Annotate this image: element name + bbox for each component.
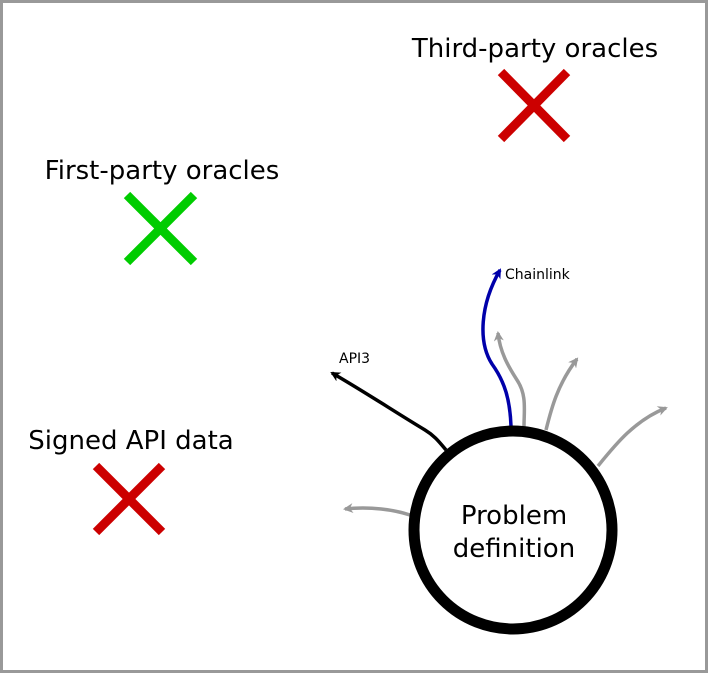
gray-path-right bbox=[596, 406, 668, 468]
gray-path-left bbox=[343, 503, 411, 517]
first-party-oracles-label: First-party oracles bbox=[45, 156, 280, 186]
signed-api-x-icon bbox=[92, 462, 166, 536]
third-party-oracles-label: Third-party oracles bbox=[411, 34, 658, 64]
signed-api-data-label: Signed API data bbox=[28, 426, 233, 456]
problem-label-line1: Problem bbox=[461, 501, 567, 531]
third-party-x-icon bbox=[497, 68, 571, 143]
chainlink-path bbox=[481, 268, 513, 427]
first-party-x-icon bbox=[123, 191, 198, 266]
chainlink-label: Chainlink bbox=[505, 267, 571, 283]
gray-path-up-1 bbox=[493, 331, 527, 428]
api3-path bbox=[330, 371, 448, 452]
problem-label-line2: definition bbox=[453, 534, 575, 564]
problem-definition-circle bbox=[408, 425, 618, 635]
diagram-canvas: Third-party oracles First-party oracles … bbox=[28, 34, 668, 635]
gray-path-up-2 bbox=[544, 357, 579, 431]
api3-label: API3 bbox=[339, 351, 370, 367]
